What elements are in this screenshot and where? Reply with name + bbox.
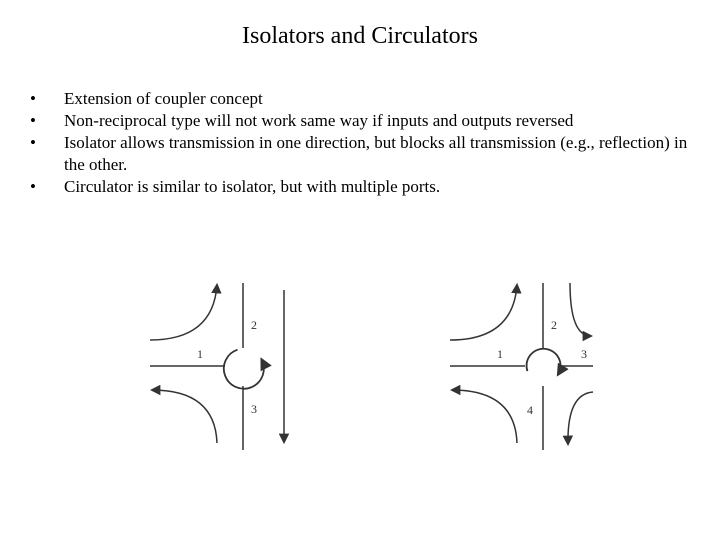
port-label-3: 3: [251, 402, 257, 416]
bullet-symbol: •: [30, 133, 36, 152]
circulation-arrow: [222, 348, 272, 390]
bullet-text: Extension of coupler concept: [64, 89, 263, 108]
bullet-symbol: •: [30, 89, 36, 108]
isolator-diagram-svg: 1 2 3: [149, 282, 290, 450]
curved-arrow-down-right: [562, 391, 594, 447]
port-label-2: 2: [551, 318, 557, 332]
port-label-3: 3: [581, 347, 587, 361]
port-label-1: 1: [197, 347, 203, 361]
bullet-symbol: •: [30, 177, 36, 196]
port-label-4: 4: [527, 403, 533, 417]
circulation-arrow: [525, 347, 569, 377]
curved-arrow-down-left: [449, 384, 518, 444]
curved-arrow-up-left: [149, 282, 222, 341]
slide-title: Isolators and Circulators: [242, 23, 478, 49]
curved-arrow-up-right: [569, 282, 594, 342]
port-label-2: 2: [251, 318, 257, 332]
bullet-item: • Isolator allows transmission in one di…: [30, 132, 700, 176]
curved-arrow-down-left: [149, 384, 218, 444]
circulator-diagram: 1 2 3 4: [445, 278, 595, 458]
port-label-1: 1: [497, 347, 503, 361]
isolator-diagram: 1 2 3: [145, 278, 295, 458]
bullet-item: • Circulator is similar to isolator, but…: [30, 176, 700, 198]
bullet-text: Circulator is similar to isolator, but w…: [64, 177, 441, 196]
bullet-list: • Extension of coupler concept • Non-rec…: [30, 88, 700, 198]
curved-arrow-up-left: [449, 282, 522, 341]
circulator-diagram-svg: 1 2 3 4: [449, 282, 594, 450]
bullet-item: • Extension of coupler concept: [30, 88, 700, 110]
bullet-text: Non-reciprocal type will not work same w…: [64, 111, 574, 130]
bullet-symbol: •: [30, 111, 36, 130]
bullet-text: Isolator allows transmission in one dire…: [64, 133, 688, 174]
bullet-item: • Non-reciprocal type will not work same…: [30, 110, 700, 132]
